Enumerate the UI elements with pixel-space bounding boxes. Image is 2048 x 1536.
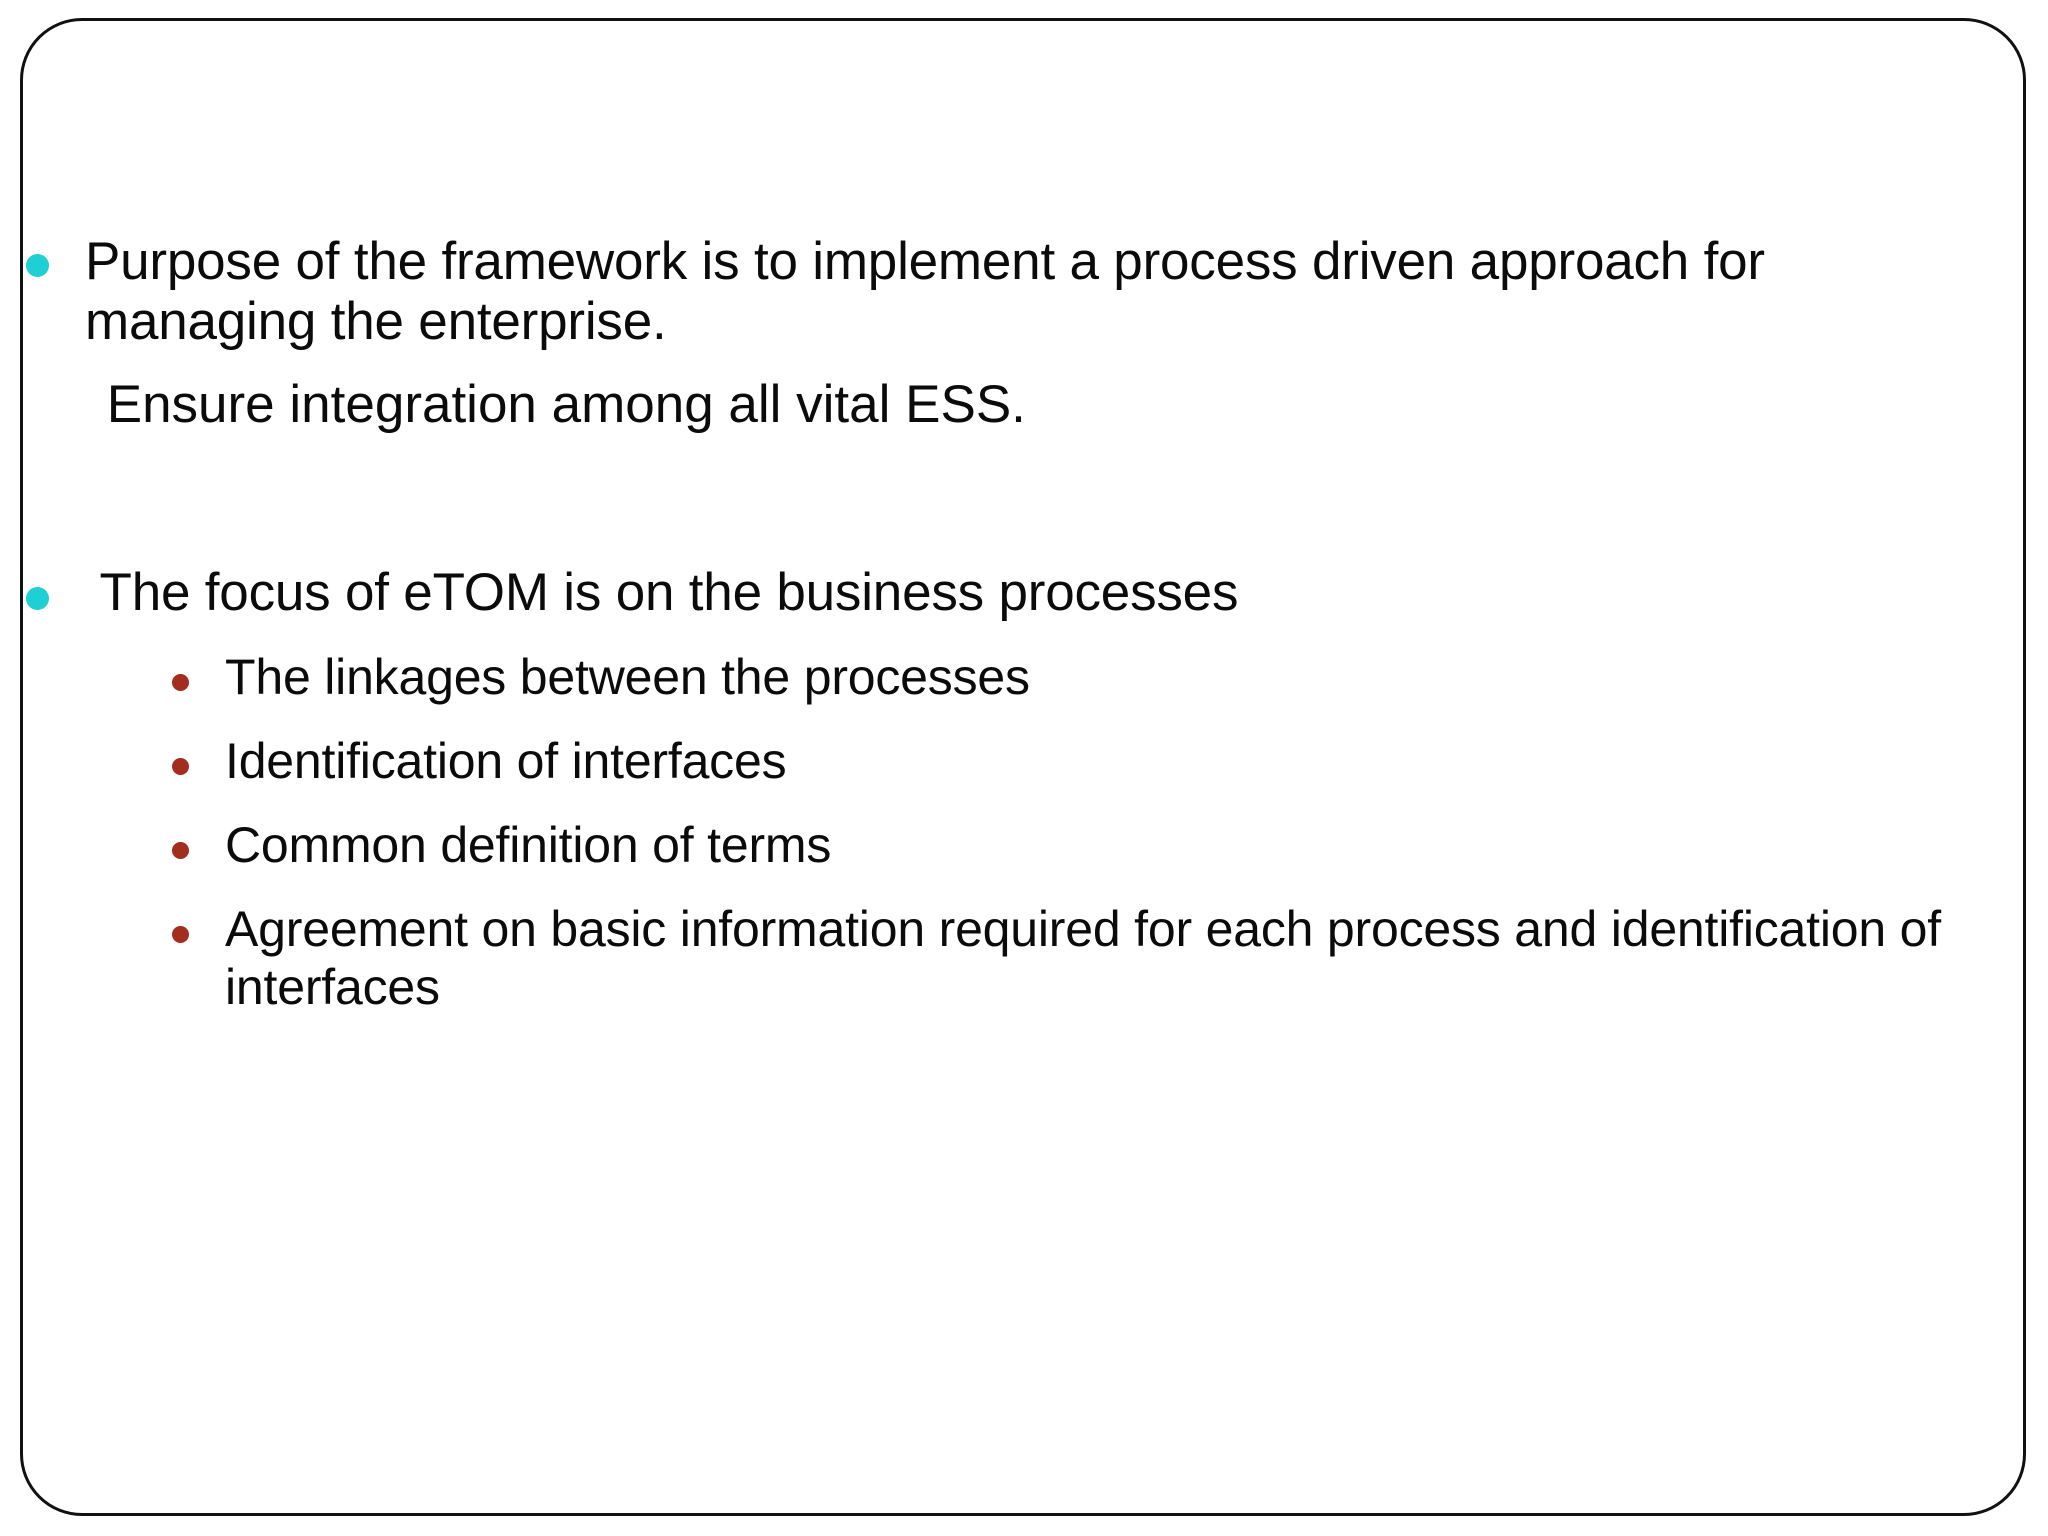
bullet-item-level1-1: Purpose of the framework is to implement… — [0, 232, 1978, 353]
bullet-dot-level2-icon — [172, 757, 189, 775]
bullet-item-level1-2: The focus of eTOM is on the business pro… — [0, 563, 1978, 623]
bullet-text-level1-1: Purpose of the framework is to implement… — [85, 232, 1780, 352]
bullet-dot-level1-icon — [26, 254, 49, 277]
bullet-text-level2-3: Common definition of terms — [225, 816, 832, 873]
bullet-text-level2-4: Agreement on basic information required … — [225, 900, 1955, 1015]
bullet-item-level2-1: The linkages between the processes — [0, 648, 1978, 706]
bullet-text-level2-2: Identification of interfaces — [225, 732, 787, 789]
bullet-text-level1-2: The focus of eTOM is on the business pro… — [85, 563, 1239, 623]
sub-bullet-list: The linkages between the processes Ident… — [0, 648, 1978, 1016]
bullet-dot-level1-icon — [26, 587, 49, 611]
bullet-item-level2-3: Common definition of terms — [0, 816, 1978, 874]
bullet-dot-level2-icon — [172, 673, 189, 691]
bullet-item-level2-4: Agreement on basic information required … — [0, 900, 1978, 1016]
bullet-text-level1-1-continuation: Ensure integration among all vital ESS. — [92, 374, 1026, 434]
bullet-dot-level2-icon — [172, 925, 189, 943]
paragraph-spacer — [0, 435, 1978, 563]
bullet-item-level2-2: Identification of interfaces — [0, 732, 1978, 790]
bullet-text-level2-1: The linkages between the processes — [225, 648, 1030, 705]
bullet-dot-level2-icon — [172, 841, 189, 859]
